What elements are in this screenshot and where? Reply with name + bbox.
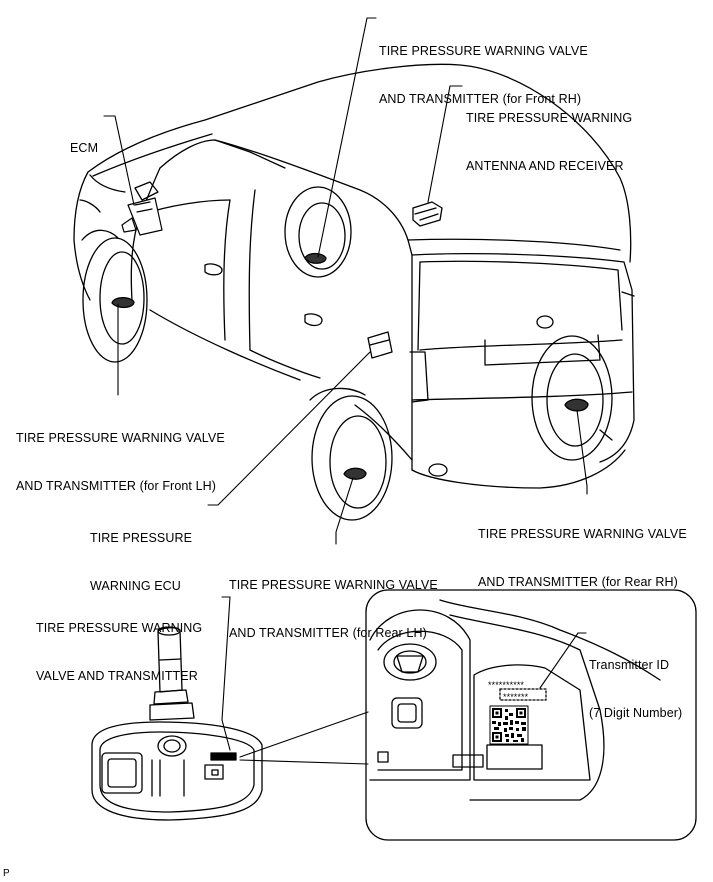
label-transmitter-id-line2: (7 Digit Number)	[589, 706, 683, 720]
warning-ecu-unit	[367, 331, 393, 359]
label-antenna-line1: TIRE PRESSURE WARNING	[466, 111, 633, 125]
corner-mark: P	[3, 868, 10, 879]
label-valve-detail: TIRE PRESSURE WARNING VALVE AND TRANSMIT…	[36, 588, 202, 716]
label-valve-detail-line2: VALVE AND TRANSMITTER	[36, 669, 198, 683]
label-ecu-line2: WARNING ECU	[90, 579, 181, 593]
rear-spare-wheel	[531, 335, 613, 461]
label-transmitter-id-line1: Transmitter ID	[589, 658, 670, 672]
antenna-receiver-unit	[412, 201, 443, 227]
label-valve-detail-line1: TIRE PRESSURE WARNING	[36, 621, 203, 635]
label-ecm: ECM	[70, 108, 98, 188]
label-valve-front-lh: TIRE PRESSURE WARNING VALVE AND TRANSMIT…	[16, 398, 225, 526]
label-valve-rear-rh-line1: TIRE PRESSURE WARNING VALVE	[478, 527, 687, 541]
front-left-wheel	[81, 229, 148, 363]
leader-lines	[103, 17, 588, 765]
label-antenna-line2: ANTENNA AND RECEIVER	[466, 159, 624, 173]
rear-left-wheel	[309, 387, 393, 521]
rear-lh-valve	[343, 467, 367, 480]
label-valve-front-rh-line1: TIRE PRESSURE WARNING VALVE	[379, 44, 588, 58]
qr-code	[489, 705, 529, 745]
valve-detail-drawing	[91, 626, 263, 821]
label-valve-rear-rh-line2: AND TRANSMITTER (for Rear RH)	[478, 575, 678, 589]
label-valve-front-lh-line2: AND TRANSMITTER (for Front LH)	[16, 479, 217, 493]
label-valve-front-rh-line2: AND TRANSMITTER (for Front RH)	[379, 92, 582, 106]
label-valve-rear-lh-line1: TIRE PRESSURE WARNING VALVE	[229, 578, 438, 592]
front-right-wheel	[284, 186, 352, 278]
rear-rh-valve	[564, 398, 589, 412]
label-ecm-text: ECM	[70, 141, 99, 155]
ecm-unit	[121, 197, 163, 236]
transmitter-id-inset	[365, 589, 697, 841]
id-stars-box: *******	[503, 692, 529, 702]
label-ecu-line1: TIRE PRESSURE	[90, 531, 193, 545]
label-antenna-receiver: TIRE PRESSURE WARNING ANTENNA AND RECEIV…	[466, 78, 632, 206]
label-valve-rear-rh: TIRE PRESSURE WARNING VALVE AND TRANSMIT…	[478, 494, 687, 622]
id-stars-top: **********	[488, 680, 525, 690]
front-lh-valve	[111, 296, 135, 309]
label-valve-front-rh: TIRE PRESSURE WARNING VALVE AND TRANSMIT…	[379, 11, 588, 139]
label-valve-front-lh-line1: TIRE PRESSURE WARNING VALVE	[16, 431, 225, 445]
label-valve-rear-lh: TIRE PRESSURE WARNING VALVE AND TRANSMIT…	[229, 545, 438, 673]
label-valve-rear-lh-line2: AND TRANSMITTER (for Rear LH)	[229, 626, 427, 640]
label-warning-ecu: TIRE PRESSURE WARNING ECU	[90, 498, 192, 626]
front-rh-valve	[304, 252, 327, 264]
vehicle-outline	[73, 63, 635, 489]
label-transmitter-id: Transmitter ID (7 Digit Number)	[589, 625, 682, 753]
